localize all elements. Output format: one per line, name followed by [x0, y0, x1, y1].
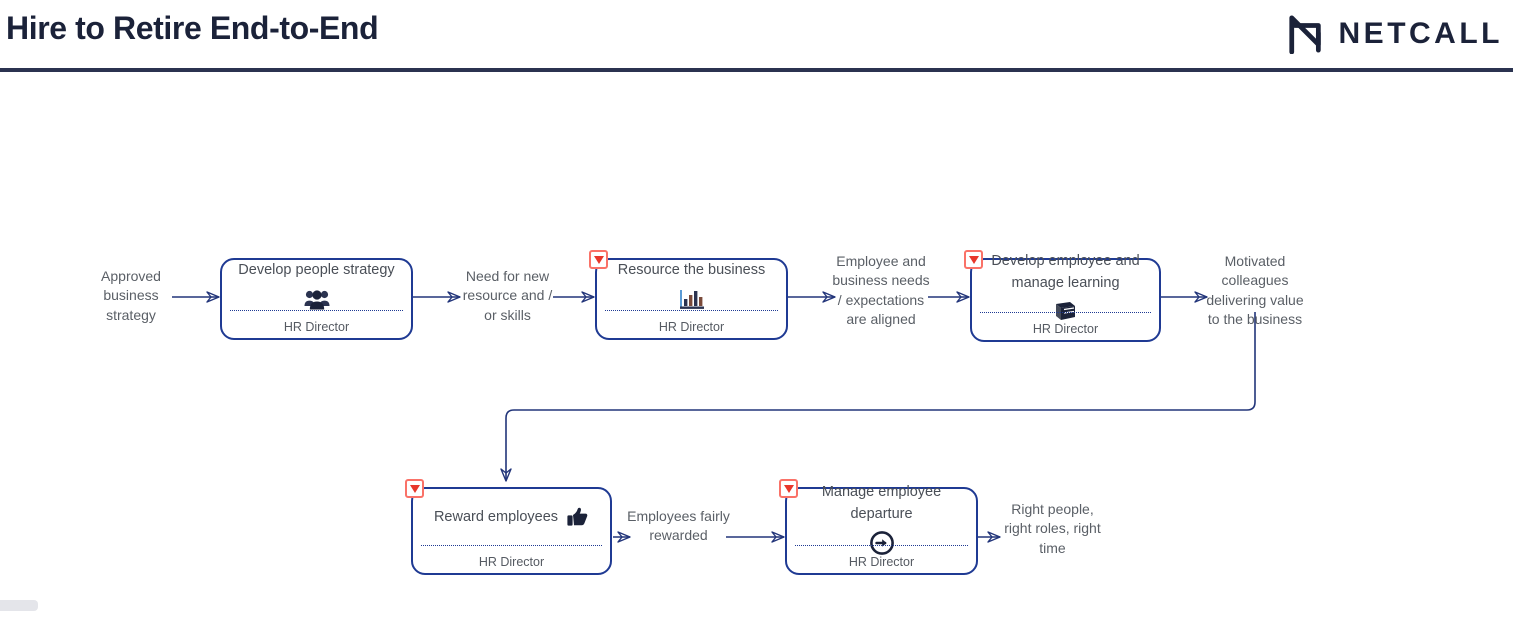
- process-title: Develop people strategy: [238, 262, 395, 279]
- page-title: Hire to Retire End-to-End: [6, 10, 379, 46]
- process-role: HR Director: [283, 320, 350, 334]
- process-role: HR Director: [1032, 322, 1099, 336]
- process-box-reward-employees[interactable]: Reward employees HR Director: [405, 479, 612, 575]
- process-box-develop-people-strategy[interactable]: Develop people strategy HR Direct: [220, 258, 413, 340]
- process-title: Reward employees: [433, 508, 559, 525]
- flow-label-need-for-new-resource: Need for new resource and / or skills: [462, 268, 553, 323]
- badge-triangle: [783, 484, 794, 493]
- process-box-body: Develop people strategy: [222, 260, 411, 310]
- process-role: HR Director: [658, 320, 725, 334]
- red-triangle-badge-icon[interactable]: [405, 479, 424, 498]
- flow-label-employee-business-needs-aligned: Employee and business needs / expectatio…: [832, 253, 930, 327]
- bar-chart-icon: [679, 288, 705, 311]
- process-box-body: Resource the business: [597, 260, 786, 310]
- process-box-manage-employee-departure[interactable]: Manage employee departure HR Director: [779, 479, 978, 575]
- flow-label-approved-business-strategy: Approved business strategy: [101, 268, 161, 323]
- process-box-resource-the-business[interactable]: Resource the business HR Director: [589, 250, 788, 340]
- red-triangle-badge-icon[interactable]: [589, 250, 608, 269]
- thumbs-up-icon: [565, 505, 589, 529]
- badge-triangle: [593, 255, 604, 264]
- brand-name: NETCALL: [1338, 17, 1503, 50]
- process-box-develop-employee-and-manage-learning[interactable]: Develop employee and manage learning HR …: [964, 250, 1161, 342]
- red-triangle-badge-icon[interactable]: [779, 479, 798, 498]
- process-title: Resource the business: [617, 261, 766, 278]
- bottom-left-nub: [0, 600, 38, 611]
- process-title-wrap: Resource the business: [607, 259, 776, 311]
- netcall-brand-logo: NETCALL: [1287, 14, 1503, 54]
- process-title-wrap: Develop employee and manage learning: [982, 250, 1149, 323]
- process-title-wrap: Reward employees: [434, 505, 589, 529]
- people-group-icon: [304, 289, 330, 311]
- process-title-wrap: Develop people strategy: [232, 259, 401, 310]
- process-flow-canvas: Approved business strategy Need for new …: [0, 72, 1513, 619]
- process-title: Develop employee and manage learning: [991, 252, 1140, 291]
- process-role: HR Director: [478, 555, 545, 569]
- process-divider: [605, 310, 778, 311]
- process-title-wrap: Manage employee departure: [797, 481, 966, 556]
- process-box-body: Reward employees: [413, 489, 610, 545]
- process-box-body: Manage employee departure: [787, 479, 976, 555]
- process-divider: [421, 545, 602, 546]
- process-divider: [795, 545, 968, 546]
- flow-label-right-people-right-roles: Right people, right roles, right time: [1004, 501, 1101, 556]
- flow-label-employees-fairly-rewarded: Employees fairly rewarded: [627, 508, 730, 544]
- header-divider: [0, 68, 1513, 72]
- flow-label-motivated-colleagues: Motivated colleagues delivering value to…: [1206, 253, 1304, 327]
- book-icon: [1053, 301, 1078, 322]
- badge-triangle: [409, 484, 420, 493]
- netcall-n-logo-icon: [1288, 15, 1321, 54]
- circle-arrow-right-icon: [869, 530, 895, 556]
- process-role: HR Director: [848, 555, 915, 569]
- process-box-body: Develop employee and manage learning: [972, 253, 1159, 321]
- process-title: Manage employee departure: [821, 484, 942, 523]
- connector-lines: [172, 291, 1256, 543]
- badge-triangle: [968, 255, 979, 264]
- process-divider: [230, 310, 403, 311]
- red-triangle-badge-icon[interactable]: [964, 250, 983, 269]
- process-divider: [980, 312, 1151, 313]
- wire-wrap-to-step4: [500, 312, 1256, 482]
